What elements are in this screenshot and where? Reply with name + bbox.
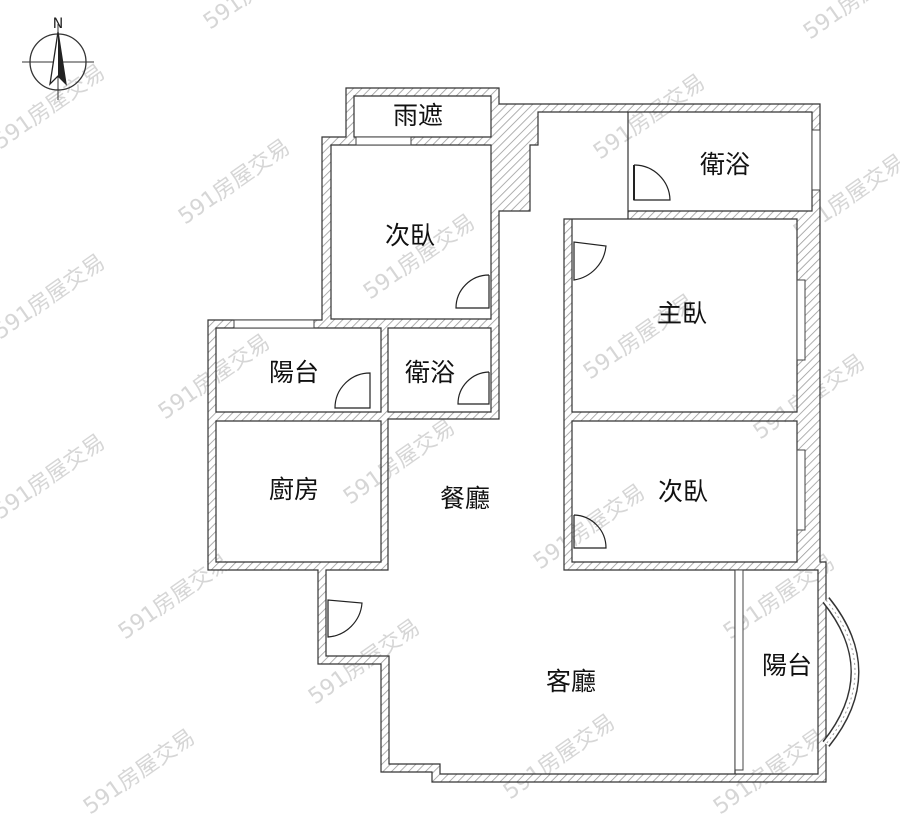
watermark-text: 591房屋交易 xyxy=(174,135,295,230)
room-label-rain-cover: 雨遮 xyxy=(393,101,443,130)
watermark-text: 591房屋交易 xyxy=(499,710,620,805)
watermark-text: 591房屋交易 xyxy=(0,430,110,525)
door-swings xyxy=(327,164,671,638)
watermark-text: 591房屋交易 xyxy=(709,725,830,820)
room-label-balcony-right: 陽台 xyxy=(762,651,812,680)
watermark-text: 591房屋交易 xyxy=(199,0,320,35)
room-label-bedroom-right: 次臥 xyxy=(658,477,708,506)
room-label-balcony-left: 陽台 xyxy=(269,358,319,387)
room-label-dining-room: 餐廳 xyxy=(440,484,490,513)
watermark-text: 591房屋交易 xyxy=(79,725,200,820)
compass: N xyxy=(22,16,94,100)
room-label-kitchen: 廚房 xyxy=(269,475,319,504)
room-labels: 雨遮 衛浴 次臥 主臥 陽台 衛浴 廚房 餐廳 次臥 客廳 陽台 xyxy=(269,101,812,696)
exterior-walls xyxy=(207,87,827,783)
watermark-text: 591房屋交易 xyxy=(529,480,650,575)
compass-north-label: N xyxy=(53,16,63,32)
room-label-bathroom-mid: 衛浴 xyxy=(405,358,455,387)
room-label-bathroom-top: 衛浴 xyxy=(700,150,750,179)
room-label-bedroom-top: 次臥 xyxy=(385,221,435,250)
watermark-text: 591房屋交易 xyxy=(799,0,900,45)
watermark-text: 591房屋交易 xyxy=(0,250,110,345)
room-label-master-bedroom: 主臥 xyxy=(657,299,707,328)
room-label-living-room: 客廳 xyxy=(546,667,596,696)
watermark-text: 591房屋交易 xyxy=(589,70,710,165)
window-openings xyxy=(233,129,821,771)
